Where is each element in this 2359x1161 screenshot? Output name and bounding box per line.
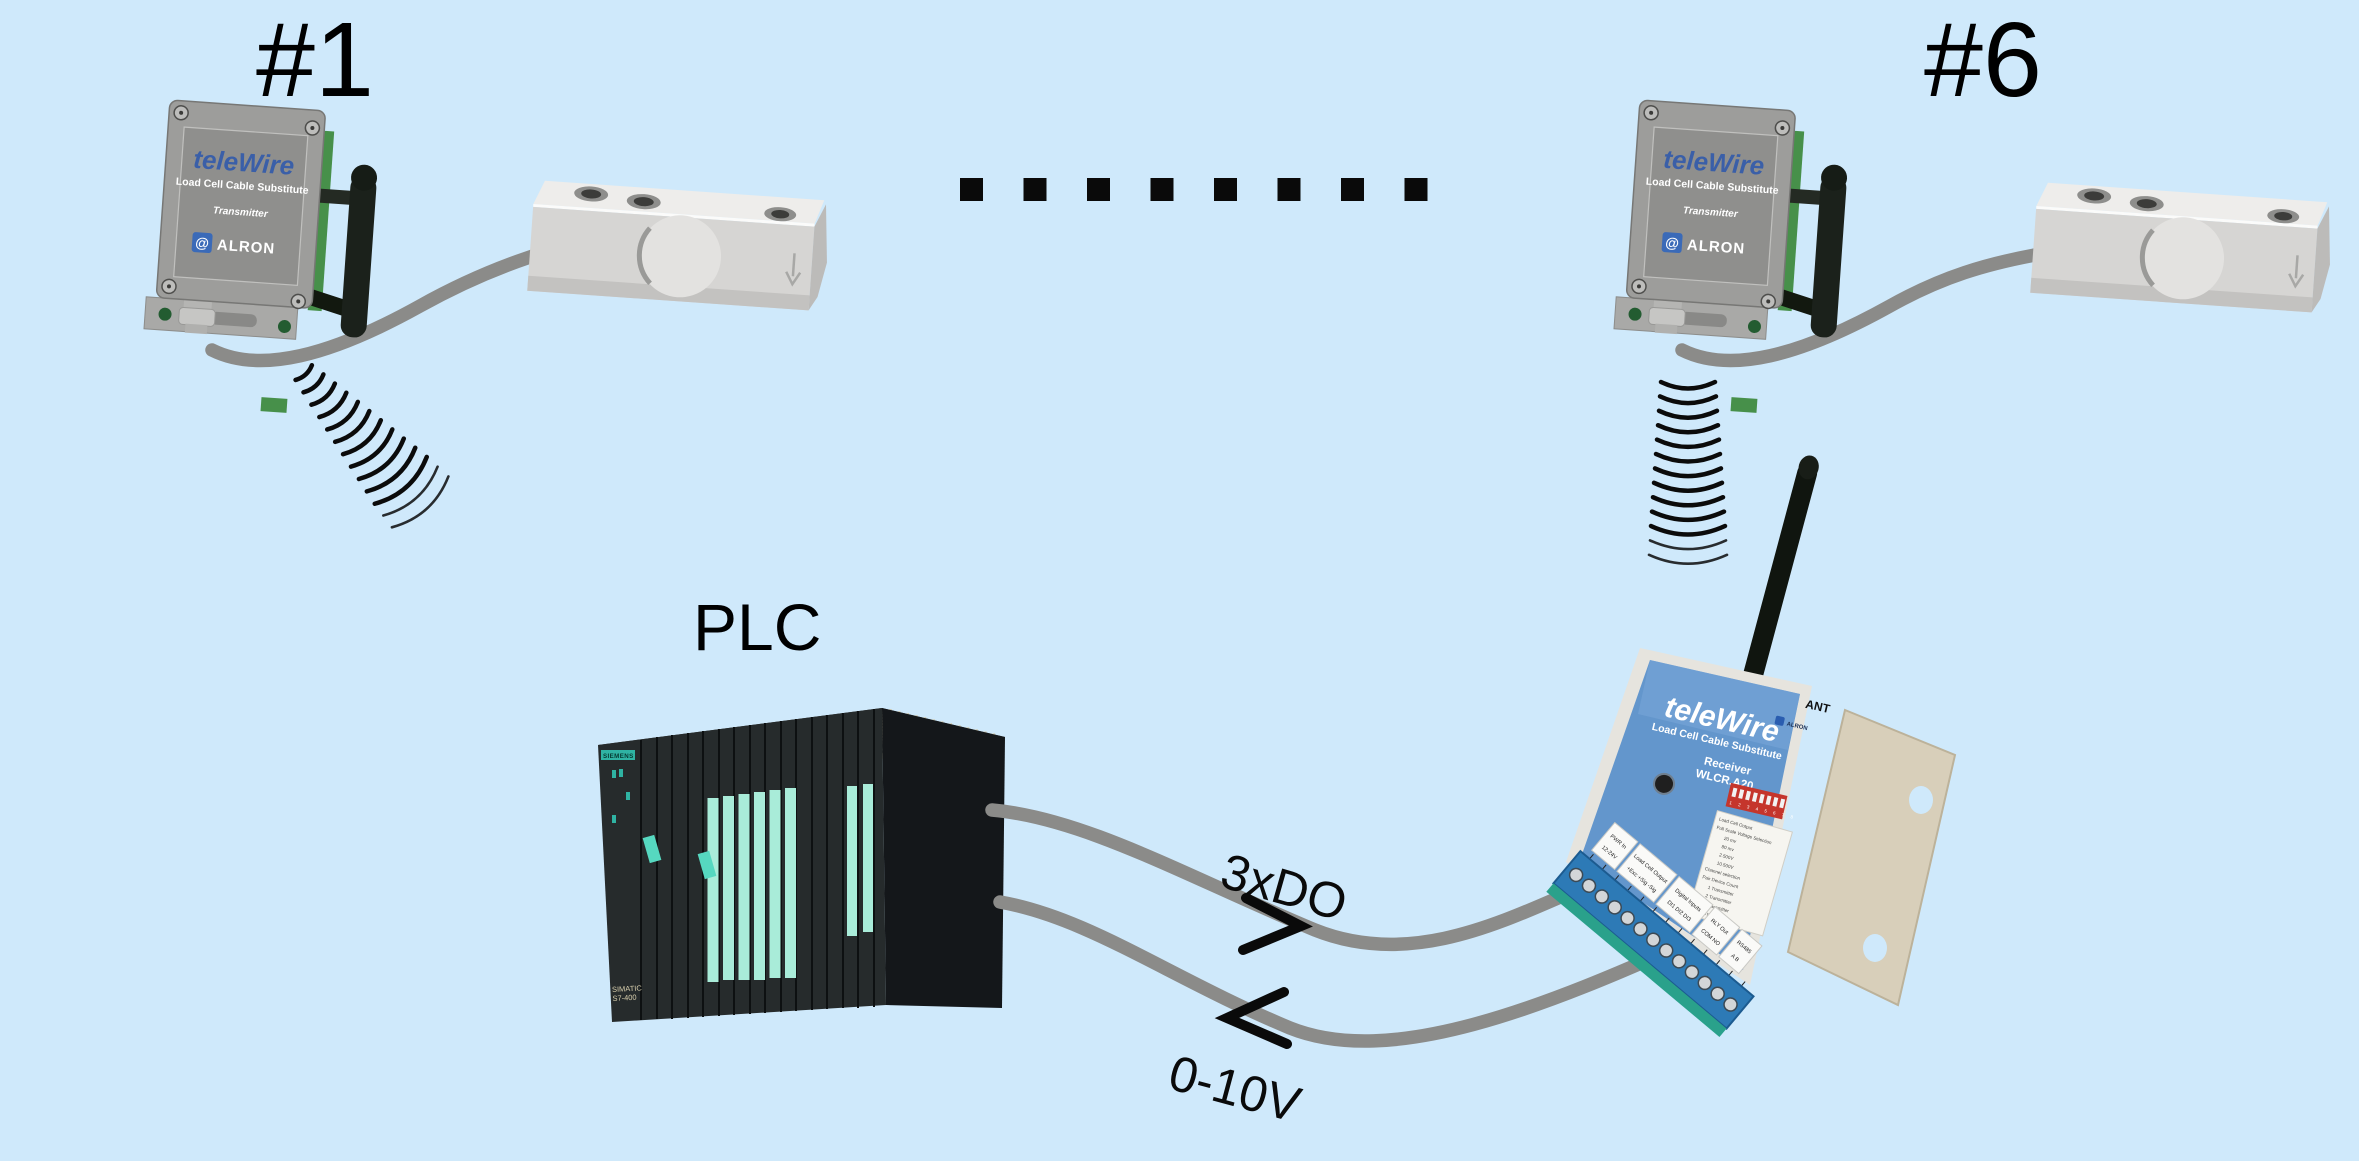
receiver-device: ANT ALRON teleWire Load Cell Cable Subst… — [1546, 455, 1957, 1038]
transmitter-1-id-label: #1 — [256, 1, 374, 119]
loadcell-6 — [2030, 182, 2334, 313]
terminal-screws — [1568, 867, 1738, 1012]
loadcell-cable-6 — [1675, 245, 2059, 368]
loadcell-cable-1 — [205, 243, 559, 368]
bracket-hole-bottom — [1863, 934, 1887, 962]
transmitter-6-id-label: #6 — [1924, 1, 2042, 119]
plc-model-text: SIMATIC S7-400 — [612, 983, 643, 1003]
spec-line: 2.500V — [1719, 852, 1735, 861]
plc-model-line2: S7-400 — [612, 993, 637, 1003]
loadcell-1 — [527, 180, 831, 311]
siemens-badge-text: SIEMENS — [603, 753, 634, 760]
receiver-led-button — [1653, 772, 1676, 795]
terminal-block — [1546, 849, 1755, 1038]
spec-line: 20 mv — [1723, 836, 1737, 844]
receiver-alron-logo: ALRON — [1774, 715, 1808, 732]
transmitter-1-device — [138, 98, 383, 419]
panel-top-sheen — [1638, 660, 1800, 750]
radio-waves-transmitter-6 — [1647, 379, 1729, 565]
mounting-bracket — [1786, 708, 1957, 1007]
arrow-to-plc-icon — [1214, 987, 1292, 1049]
terminal-label: A B — [1729, 953, 1740, 963]
terminal-label-row: PWR In 12-24V Load Cell Output +Exc +Sig… — [1590, 821, 1763, 975]
plc-device: SIEMENS SIMATIC S7-400 — [598, 708, 1005, 1022]
bracket-hole-top — [1909, 786, 1933, 814]
plc-model-line1: SIMATIC — [612, 983, 643, 994]
analog-voltage-cable — [993, 895, 1713, 1048]
digital-output-cable — [985, 803, 1607, 952]
receiver-terminal-area: PWR In 12-24V Load Cell Output +Exc +Sig… — [1546, 821, 1763, 1038]
arrow-to-receiver-icon — [1238, 893, 1313, 955]
plc-module-dividers — [640, 709, 875, 1020]
terminal-ticks — [1589, 853, 1746, 987]
spec-line: 80 mv — [1721, 844, 1735, 852]
radio-waves-transmitter-1 — [293, 362, 450, 529]
transmitter-6-device — [1608, 98, 1853, 419]
plc-side-face — [882, 708, 1005, 1008]
ellipsis-separator — [960, 178, 1428, 201]
siemens-badge: SIEMENS — [601, 750, 635, 760]
spec-label: Load Cell Output Full Scale Voltage Sele… — [1687, 809, 1793, 937]
plc-module-label-strips — [612, 769, 873, 982]
receiver-alron-text: ALRON — [1786, 721, 1808, 732]
analog-voltage-cable-label: 0-10V — [1163, 1045, 1307, 1134]
spec-line: 10.500V — [1716, 861, 1735, 871]
ant-port-label: ANT — [1804, 697, 1832, 716]
receiver-panel-content: ANT ALRON teleWire Load Cell Cable Subst… — [1651, 691, 1832, 937]
plc-label: PLC — [693, 590, 821, 664]
